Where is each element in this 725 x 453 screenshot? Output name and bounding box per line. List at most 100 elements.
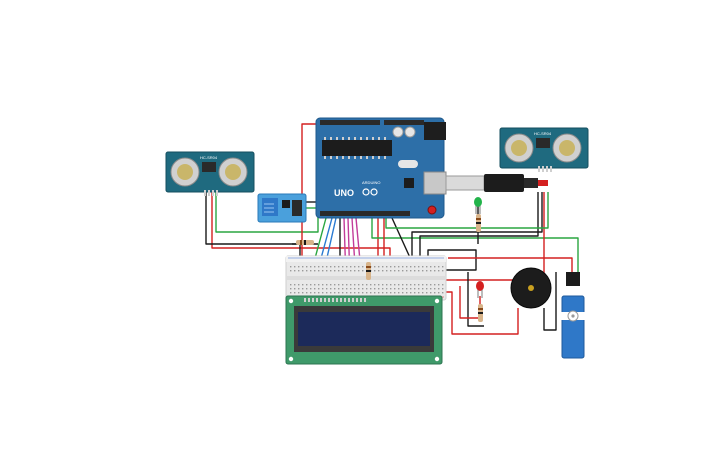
- breadboard-hole: [338, 292, 340, 294]
- ultrasonic-sensor-left[interactable]: HC-SR04: [165, 151, 255, 196]
- breadboard-hole: [394, 270, 396, 272]
- board-logo: UNO: [334, 188, 354, 198]
- breadboard-hole: [382, 266, 384, 268]
- resistor-icon: [476, 214, 481, 232]
- wire-right-green2: [385, 192, 549, 229]
- breadboard-hole: [370, 292, 372, 294]
- breadboard-hole: [306, 288, 308, 290]
- breadboard-hole: [314, 266, 316, 268]
- lcd-pin: [344, 298, 346, 302]
- breadboard-hole: [378, 288, 380, 290]
- breadboard-hole: [298, 284, 300, 286]
- breadboard-hole: [362, 284, 364, 286]
- breadboard-hole: [442, 292, 444, 294]
- breadboard-hole: [338, 266, 340, 268]
- sensor-left-model: HC-SR04: [200, 155, 218, 160]
- breadboard-hole: [302, 288, 304, 290]
- breadboard-hole: [398, 270, 400, 272]
- piezo-buzzer-icon[interactable]: [510, 267, 552, 309]
- breadboard-hole: [366, 288, 368, 290]
- breadboard-hole: [318, 284, 320, 286]
- lcd-pin: [320, 298, 322, 302]
- breadboard-hole: [414, 288, 416, 290]
- breadboard-hole: [426, 266, 428, 268]
- breadboard-hole: [310, 270, 312, 272]
- breadboard-hole: [402, 270, 404, 272]
- breadboard-hole: [322, 292, 324, 294]
- breadboard-hole: [342, 270, 344, 272]
- breadboard-hole: [306, 270, 308, 272]
- breadboard-hole: [310, 292, 312, 294]
- breadboard-hole: [306, 292, 308, 294]
- breadboard-hole: [394, 292, 396, 294]
- breadboard-hole: [414, 292, 416, 294]
- wire-right-green: [371, 218, 579, 272]
- breadboard-hole: [386, 270, 388, 272]
- lcd-pin: [340, 298, 342, 302]
- breadboard-hole: [350, 292, 352, 294]
- breadboard-hole: [402, 284, 404, 286]
- lcd-pin: [364, 298, 366, 302]
- breadboard-hole: [350, 270, 352, 272]
- sensor-right-model: HC-SR04: [534, 131, 552, 136]
- wire-left-sensor-red: [211, 190, 391, 262]
- servo-motor-icon[interactable]: [558, 272, 588, 359]
- breadboard-hole: [358, 270, 360, 272]
- breadboard-hole: [402, 292, 404, 294]
- breadboard-hole: [434, 288, 436, 290]
- breadboard-hole: [354, 266, 356, 268]
- breadboard-hole: [354, 292, 356, 294]
- breadboard-hole: [406, 288, 408, 290]
- breadboard-hole: [410, 270, 412, 272]
- resistor-icon: [296, 240, 314, 245]
- breadboard-hole: [418, 266, 420, 268]
- breadboard-holes: [290, 266, 444, 294]
- breadboard-hole: [394, 284, 396, 286]
- breadboard-hole: [330, 288, 332, 290]
- breadboard-hole: [430, 292, 432, 294]
- lcd-pins: [304, 298, 366, 302]
- breadboard-hole: [438, 284, 440, 286]
- green-led-icon[interactable]: [474, 197, 482, 214]
- breadboard-hole: [410, 284, 412, 286]
- red-led-icon[interactable]: [476, 281, 484, 298]
- breadboard-hole: [386, 284, 388, 286]
- breadboard-hole: [322, 288, 324, 290]
- lcd-pin: [316, 298, 318, 302]
- breadboard-hole: [422, 292, 424, 294]
- breadboard-hole: [342, 266, 344, 268]
- breadboard-hole: [394, 266, 396, 268]
- lcd-pin: [312, 298, 314, 302]
- breadboard-hole: [382, 288, 384, 290]
- breadboard-hole: [318, 270, 320, 272]
- breadboard-hole: [302, 284, 304, 286]
- wire-left-sensor-black: [205, 190, 301, 262]
- breadboard-hole: [290, 270, 292, 272]
- lcd-16x2-icon[interactable]: [285, 295, 443, 365]
- breadboard-hole: [310, 266, 312, 268]
- breadboard-hole: [294, 284, 296, 286]
- breadboard-hole: [378, 266, 380, 268]
- breadboard-hole: [426, 288, 428, 290]
- breadboard-hole: [366, 284, 368, 286]
- usb-cable-icon: [445, 174, 548, 192]
- breadboard-hole: [402, 288, 404, 290]
- breadboard-hole: [382, 284, 384, 286]
- breadboard-hole: [390, 266, 392, 268]
- breadboard-hole: [338, 270, 340, 272]
- breadboard-hole: [434, 270, 436, 272]
- breadboard-hole: [330, 284, 332, 286]
- breadboard-hole: [326, 292, 328, 294]
- ultrasonic-sensor-right[interactable]: HC-SR04: [499, 127, 589, 172]
- breadboard-hole: [374, 288, 376, 290]
- arduino-uno-board[interactable]: UNO ARDUINO: [315, 117, 447, 219]
- breadboard-hole: [314, 270, 316, 272]
- breadboard-hole: [374, 270, 376, 272]
- breadboard-hole: [426, 270, 428, 272]
- breadboard-hole: [390, 292, 392, 294]
- esp8266-module-icon[interactable]: [257, 193, 307, 223]
- breadboard-hole: [358, 266, 360, 268]
- breadboard-hole: [386, 266, 388, 268]
- breadboard-hole: [382, 292, 384, 294]
- breadboard-hole: [302, 292, 304, 294]
